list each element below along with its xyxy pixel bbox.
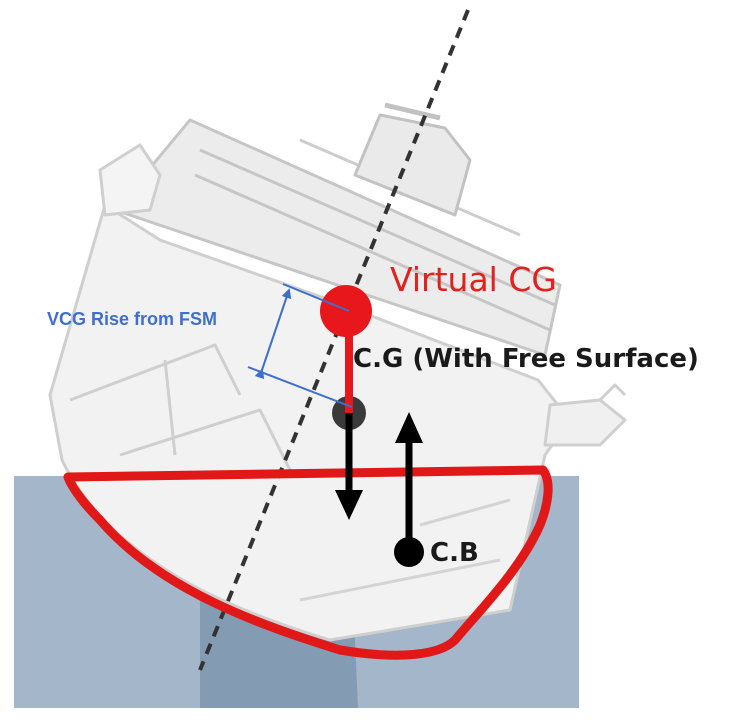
submerged-hull-outline [63,465,553,660]
virtual-cg-label: Virtual CG [390,260,557,299]
cb-point [394,537,424,567]
ship-funnel [353,113,472,217]
dimension-arrow [254,288,292,380]
cg-free-surface-label: C.G (With Free Surface) [353,344,699,374]
dimension-tick-top [282,283,350,312]
vcg-rise-label: VCG Rise from FSM [47,309,218,329]
ship [48,102,627,642]
centerline [198,9,470,671]
virtual-cg-point [320,285,372,337]
cb-label: C.B [430,538,479,568]
weight-arrow-head [335,490,363,520]
buoyancy-arrow-head [395,412,423,443]
